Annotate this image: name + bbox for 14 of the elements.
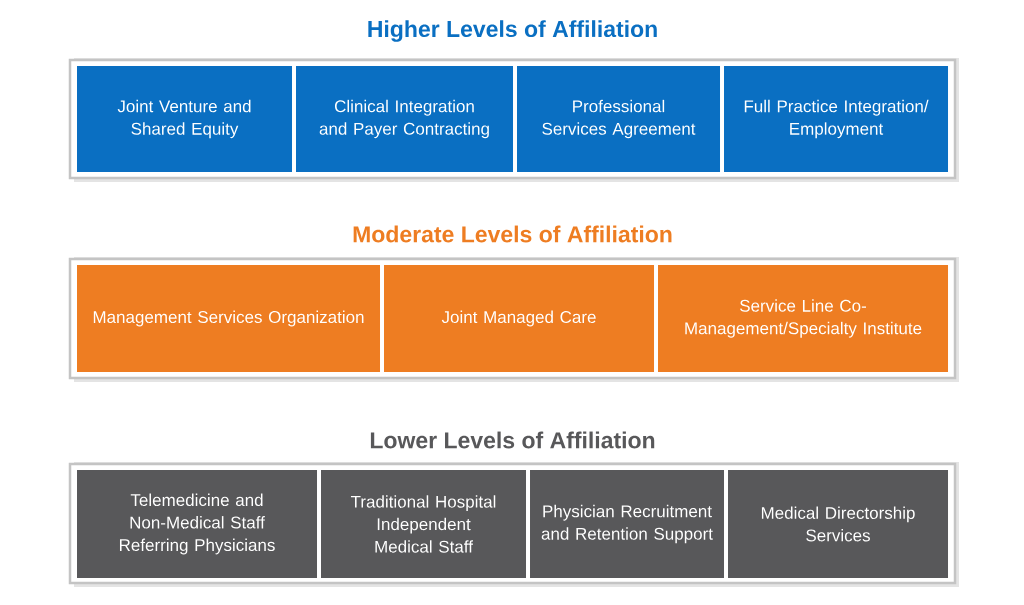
section-heading: Lower Levels of Affiliation [370, 431, 655, 449]
option-box: Full Practice Integration/ Employment [724, 66, 948, 172]
option-box: Physician Recruitment and Retention Support [530, 470, 724, 578]
option-box: Service Line Co-Management/Specialty Institute [658, 265, 948, 372]
option-box: Telemedicine and Non-Medical Staff Referring Physicians [77, 470, 317, 578]
option-box: Professional Services Agreement [517, 66, 720, 172]
option-box: Clinical Integration and Payer Contracting [296, 66, 513, 172]
section-heading: Higher Levels of Affiliation [368, 20, 657, 42]
option-box: Joint Venture and Shared Equity [77, 66, 292, 172]
option-box: Traditional Hospital Independent Medical Staff [321, 470, 526, 578]
option-box: Joint Managed Care [384, 265, 654, 372]
section-heading: Moderate Levels of Affiliation [353, 225, 672, 243]
option-box: Medical Directorship Services [728, 470, 948, 578]
option-box: Management Services Organization [77, 265, 380, 372]
